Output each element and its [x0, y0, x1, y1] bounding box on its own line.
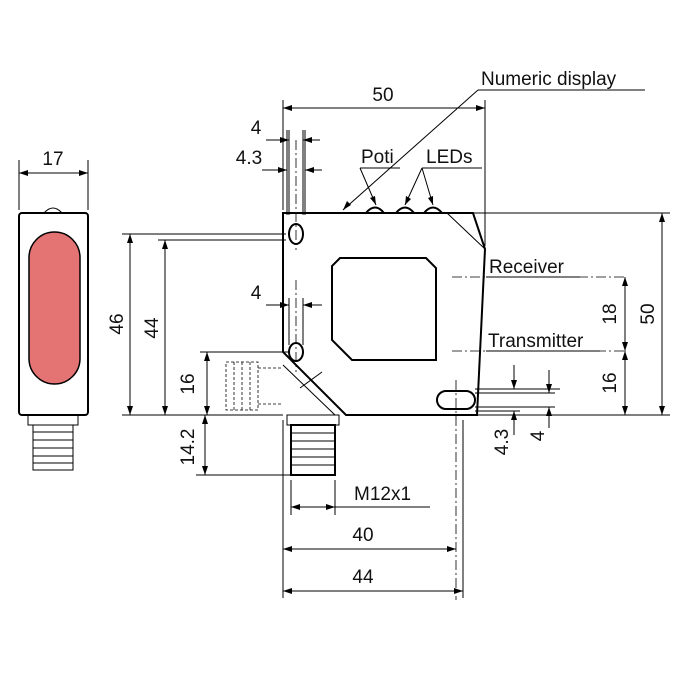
label-receiver: Receiver [489, 257, 565, 278]
label-poti: Poti [361, 147, 394, 168]
connector-m12 [290, 424, 336, 476]
side-connector-collar [27, 414, 79, 426]
side-top-bump [43, 207, 63, 214]
label-m12x1: M12x1 [354, 484, 411, 505]
label-numeric-display: Numeric display [481, 69, 617, 90]
dim-label-right-16: 16 [600, 372, 621, 393]
dim-label-46: 46 [107, 313, 128, 334]
dim-label-14-2: 14.2 [178, 429, 199, 466]
led-1 [395, 206, 415, 214]
dim-label-right-50: 50 [638, 303, 659, 324]
dim-label-hole-4: 4 [251, 118, 262, 139]
dim-label-slot-4-3: 4.3 [492, 429, 513, 455]
dim-label-left-16: 16 [178, 373, 199, 394]
mounting-slot [436, 390, 476, 410]
leader-numeric-display [342, 89, 479, 211]
dim-label-slot-4: 4 [528, 430, 549, 441]
front-view [225, 140, 627, 600]
side-view: 17 [18, 149, 89, 471]
dim-label-mid-4: 4 [251, 283, 262, 304]
right-dimensions: Receiver Transmitter 18 16 50 4.3 [473, 212, 670, 455]
display-window [331, 257, 437, 361]
dim-label-18: 18 [600, 303, 621, 324]
dim-label-44: 44 [142, 317, 163, 339]
led-2 [423, 206, 443, 214]
poti-knob [365, 206, 385, 214]
top-dimensions: 50 Numeric display Poti LEDs 4 4.3 [236, 69, 645, 246]
label-leds: LEDs [426, 147, 472, 168]
dim-label-40: 40 [352, 525, 373, 546]
bottom-dimensions: M12x1 40 44 [282, 420, 464, 598]
top-right-chamfer [446, 212, 486, 250]
dim-label-17: 17 [42, 149, 63, 170]
label-transmitter: Transmitter [488, 331, 584, 352]
front-housing [282, 212, 487, 416]
side-lens [28, 231, 81, 385]
left-dimensions: 46 44 16 14.2 4 [107, 233, 322, 476]
dim-label-hole-4-3: 4.3 [236, 148, 262, 169]
dim-label-top-50: 50 [372, 85, 393, 106]
dim-label-bottom-44: 44 [352, 567, 374, 588]
connector-collar [286, 414, 340, 426]
